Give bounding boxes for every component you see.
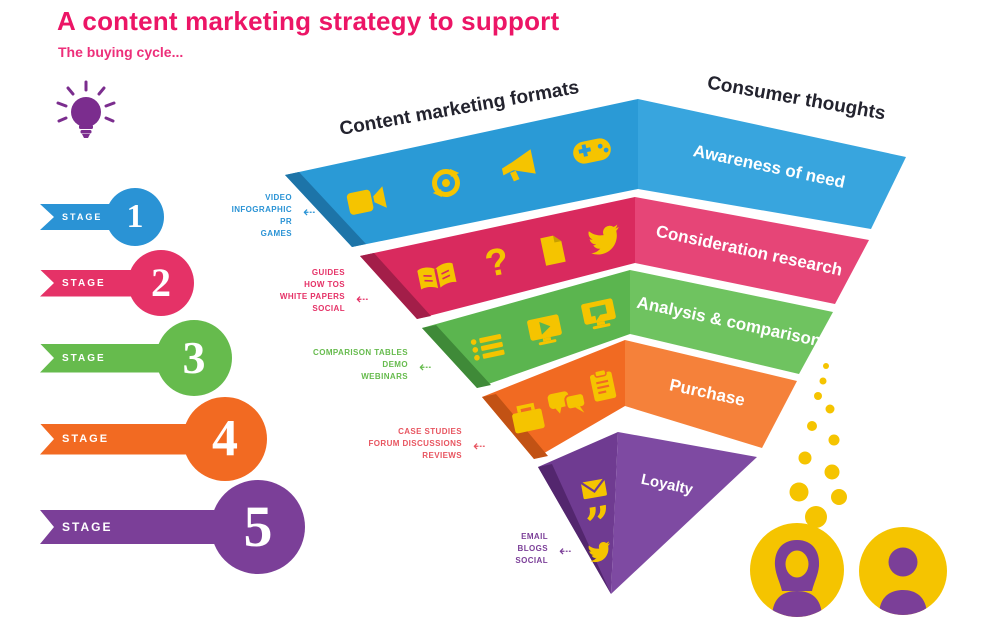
format-item: SOCIAL: [515, 556, 548, 565]
dashed-arrow-icon: ⇠: [559, 543, 572, 560]
open-book-icon: [417, 262, 457, 290]
funnel-level-purchase: Purchase: [482, 340, 797, 459]
thought-dots: [789, 363, 847, 528]
format-item: WEBINARS: [361, 372, 408, 381]
stage-ribbon: STAGE: [40, 204, 118, 230]
format-item: PR: [280, 217, 292, 226]
stage-label: STAGE: [62, 212, 103, 222]
formats-awareness: VIDEO INFOGRAPHIC PR GAMES ⇠: [180, 192, 316, 240]
stage-number: 5: [243, 494, 273, 559]
stage-1: STAGE 1: [40, 188, 164, 246]
stage-5: STAGE 5: [40, 480, 305, 574]
stage-number-bubble: 3: [156, 320, 232, 396]
format-item: REVIEWS: [422, 451, 462, 460]
stage-number-bubble: 1: [106, 188, 164, 246]
formats-purchase: CASE STUDIES FORUM DISCUSSIONS REVIEWS ⇠: [318, 426, 486, 462]
format-item: CASE STUDIES: [398, 427, 462, 436]
format-item: WHITE PAPERS: [279, 292, 345, 301]
chat-screen-icon: [581, 298, 616, 330]
funnel-level-loyalty: ” Loyalty: [538, 432, 757, 594]
briefcase-icon: [512, 402, 545, 434]
funnel-level-awareness: Awareness of need: [285, 99, 906, 247]
format-item: VIDEO: [265, 193, 292, 202]
stage-number-bubble: 5: [211, 480, 305, 574]
stage-ribbon: STAGE: [40, 269, 140, 297]
stage-number-bubble: 2: [128, 250, 194, 316]
stage-ribbon: STAGE: [40, 510, 223, 544]
dashed-arrow-icon: ⇠: [419, 359, 432, 376]
stage-ribbon: STAGE: [40, 343, 168, 373]
format-item: FORUM DISCUSSIONS: [368, 439, 462, 448]
stage-ribbon: STAGE: [40, 423, 195, 455]
formats-analysis: COMPARISON TABLES DEMO WEBINARS ⇠: [268, 347, 432, 383]
game-controller-icon: [573, 138, 611, 164]
format-item: BLOGS: [517, 544, 548, 553]
clipboard-icon: [590, 368, 617, 402]
formats-loyalty: EMAIL BLOGS SOCIAL ⇠: [440, 531, 571, 567]
funnel-level-consideration: ? Consideration research: [360, 197, 869, 319]
stage-number: 4: [212, 410, 238, 467]
video-camera-icon: [346, 186, 387, 215]
video-screen-icon: [527, 314, 562, 346]
stage-number-bubble: 4: [183, 397, 267, 481]
dashed-arrow-icon: ⇠: [356, 291, 369, 308]
list-icon: [470, 334, 505, 361]
stage-label: STAGE: [62, 352, 106, 364]
stage-label: STAGE: [62, 433, 110, 445]
format-item: INFOGRAPHIC: [231, 205, 292, 214]
lightbulb-icon: [56, 80, 116, 138]
format-item: SOCIAL: [312, 304, 345, 313]
format-item: GAMES: [260, 229, 292, 238]
stage-number: 3: [182, 332, 206, 383]
format-item: COMPARISON TABLES: [313, 348, 408, 357]
chat-bubbles-icon: [547, 391, 587, 414]
funnel-level-analysis: Analysis & comparison: [422, 270, 833, 388]
stage-label: STAGE: [62, 277, 106, 289]
dashed-arrow-icon: ⇠: [303, 204, 316, 221]
format-item: EMAIL: [521, 532, 548, 541]
stage-4: STAGE 4: [40, 397, 267, 481]
format-item: HOW TOS: [304, 280, 345, 289]
page-title: A content marketing strategy to support: [57, 6, 560, 36]
dashed-arrow-icon: ⇠: [473, 438, 486, 455]
refresh-circle-icon: [432, 168, 460, 198]
stage-3: STAGE 3: [40, 320, 232, 396]
stage-number: 1: [126, 198, 144, 235]
document-icon: [540, 235, 566, 266]
stage-2: STAGE 2: [40, 250, 194, 316]
megaphone-icon: [501, 149, 536, 182]
format-item: DEMO: [382, 360, 408, 369]
formats-consideration: GUIDES HOW TOS WHITE PAPERS SOCIAL ⇠: [238, 267, 369, 315]
stage-label: STAGE: [62, 520, 113, 534]
stage-number: 2: [151, 260, 171, 305]
female-avatar: [750, 523, 844, 617]
male-avatar: [859, 527, 947, 615]
envelope-icon: [580, 477, 607, 500]
format-item: GUIDES: [311, 268, 345, 277]
page-subtitle: The buying cycle...: [58, 44, 184, 60]
